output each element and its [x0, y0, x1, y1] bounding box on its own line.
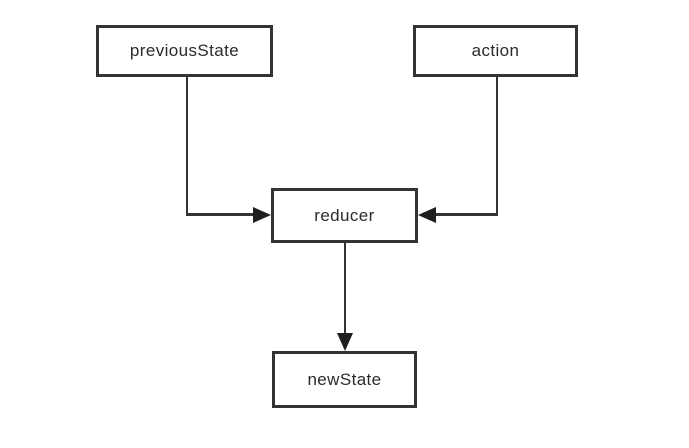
connector-previousstate-reducer-vertical [185, 77, 188, 215]
connector-reducer-newstate-vertical [343, 242, 346, 335]
node-previous-state: previousState [96, 25, 273, 77]
connector-action-reducer-vertical [495, 77, 498, 215]
node-reducer: reducer [271, 188, 418, 243]
node-reducer-label: reducer [314, 205, 375, 225]
arrowhead-down-icon [336, 333, 353, 351]
connector-previousstate-reducer-horizontal [185, 213, 256, 216]
arrowhead-left-icon [418, 206, 436, 223]
arrowhead-right-icon [253, 206, 271, 223]
node-previous-state-label: previousState [129, 41, 240, 60]
node-new-state: newState [272, 351, 417, 408]
connector-action-reducer-horizontal [436, 213, 498, 216]
node-new-state-label: newState [307, 369, 382, 389]
node-action-label: action [471, 41, 520, 60]
node-action: action [413, 25, 578, 77]
